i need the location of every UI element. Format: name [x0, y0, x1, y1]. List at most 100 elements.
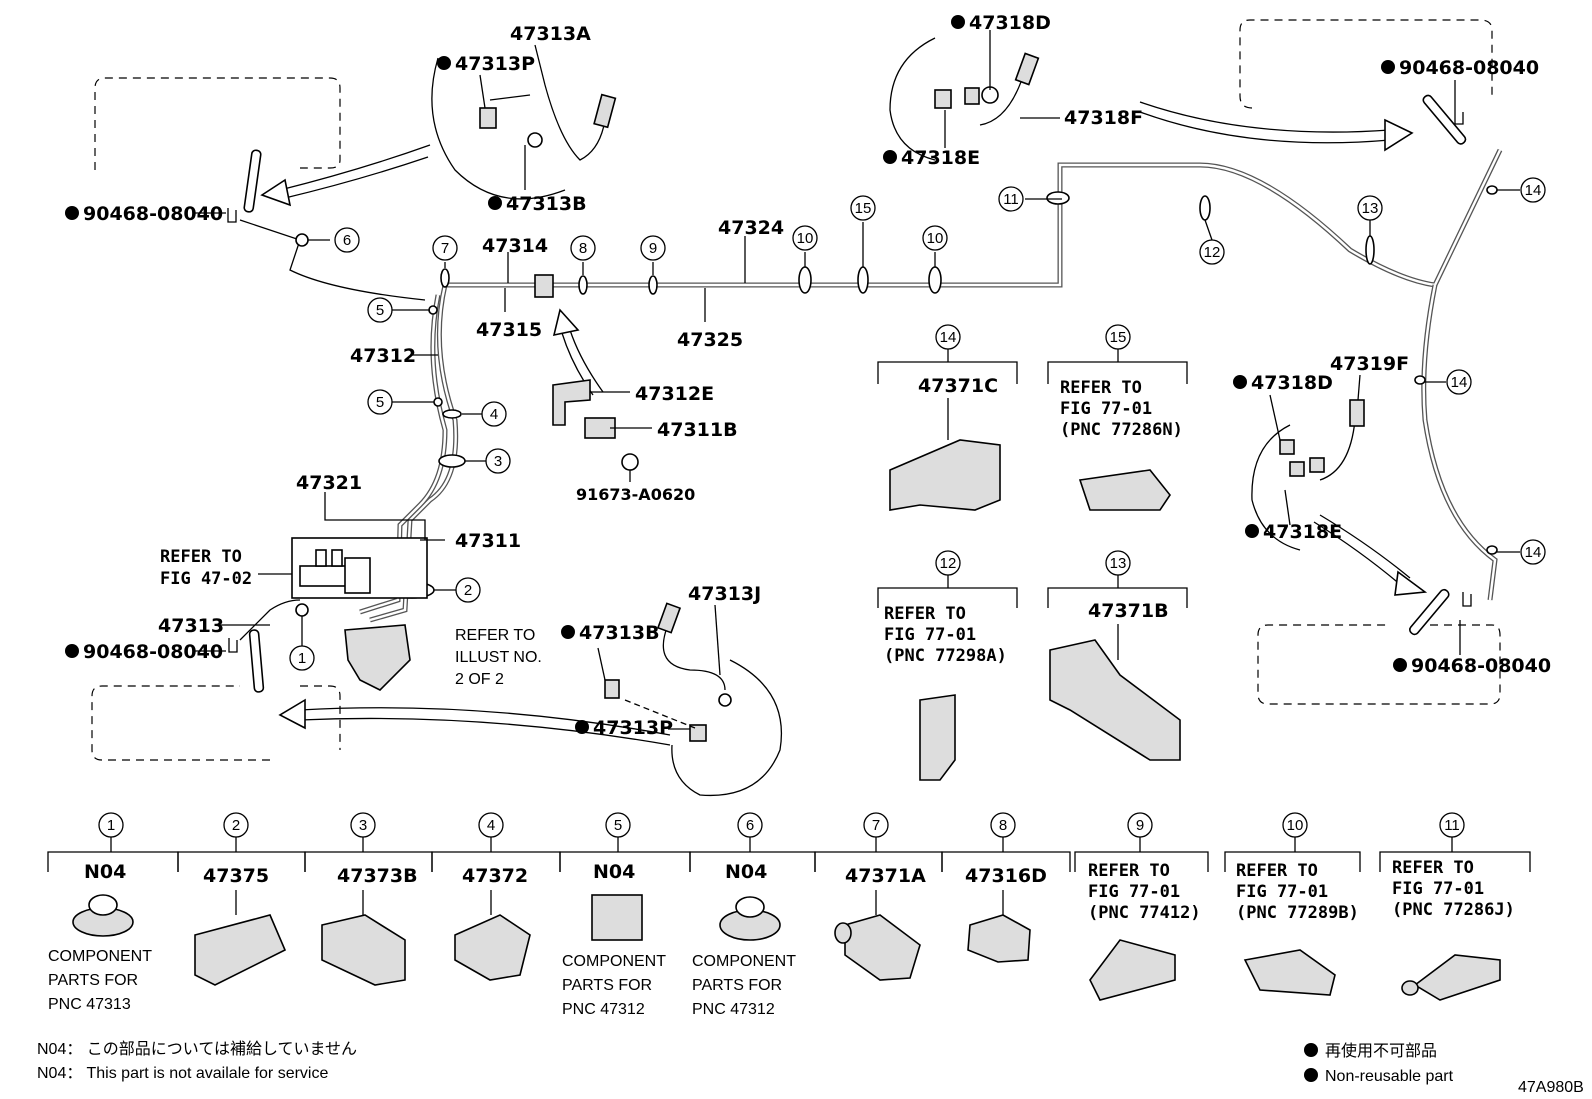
clip-4	[442, 409, 462, 419]
label-47321: 47321	[296, 472, 362, 494]
clip-3	[438, 454, 466, 468]
legend-en: Non-reusable part	[1325, 1068, 1454, 1085]
label-47318E: 47318E	[1263, 521, 1342, 543]
svg-text:REFER TO: REFER TO	[1236, 861, 1318, 881]
svg-text:10: 10	[1287, 817, 1304, 834]
svg-text:15: 15	[855, 200, 872, 217]
refer-illust-line3: 2 OF 2	[455, 671, 504, 688]
svg-text:PNC 47312: PNC 47312	[692, 1001, 775, 1018]
label-91673-A0620: 91673-A0620	[576, 485, 695, 504]
non-reusable-mark	[883, 150, 897, 164]
bottom-box-2: 2 47375	[177, 812, 306, 986]
svg-text:FIG 77-01: FIG 77-01	[1088, 882, 1180, 902]
label-47325: 47325	[677, 329, 743, 351]
label-47313J: 47313J	[688, 583, 761, 605]
svg-text:14: 14	[940, 329, 957, 346]
brake-pipes	[239, 148, 1503, 641]
clip-47371B-icon	[1049, 639, 1181, 761]
clip-14a	[1486, 185, 1498, 195]
svg-text:3: 3	[359, 817, 367, 834]
non-reusable-mark	[951, 15, 965, 29]
bottom-box-9: 9 REFER TO FIG 77-01 (PNC 77412)	[1074, 812, 1209, 1001]
svg-text:(PNC 77412): (PNC 77412)	[1088, 903, 1201, 923]
svg-text:14: 14	[1525, 182, 1542, 199]
non-reusable-mark	[65, 206, 79, 220]
svg-text:47373B: 47373B	[337, 865, 418, 887]
svg-text:15: 15	[1110, 329, 1127, 346]
label-90468-08040: 90468-08040	[83, 203, 223, 225]
svg-text:10: 10	[797, 230, 814, 247]
label-47313: 47313	[158, 615, 224, 637]
bottom-box-10: 10 REFER TO FIG 77-01 (PNC 77289B)	[1224, 812, 1361, 996]
footer: N04： この部品については補給していません N04： This part is…	[37, 1040, 1584, 1096]
master-cylinder	[291, 537, 428, 691]
svg-text:12: 12	[1204, 244, 1221, 261]
bottom-box-5: 5 N04 COMPONENT PARTS FOR PNC 47312	[559, 812, 691, 1018]
footnote-jp: N04： この部品については補給していません	[37, 1040, 357, 1058]
svg-text:7: 7	[441, 240, 449, 257]
svg-text:5: 5	[376, 302, 384, 319]
label-47313B: 47313B	[506, 193, 587, 215]
svg-text:FIG 77-01: FIG 77-01	[1060, 399, 1152, 419]
union-47314	[534, 274, 554, 298]
mounting-pins	[227, 94, 1472, 693]
non-reusable-legend-mark	[1304, 1043, 1318, 1057]
label-90468-08040: 90468-08040	[83, 641, 223, 663]
diagram-id: 47A980B	[1518, 1079, 1584, 1096]
bottom-box-8: 8 47316D	[941, 812, 1071, 963]
svg-text:COMPONENT: COMPONENT	[48, 948, 152, 965]
label-47312E: 47312E	[635, 383, 714, 405]
clip-5b	[433, 397, 443, 407]
svg-text:PARTS FOR: PARTS FOR	[692, 977, 782, 994]
non-reusable-mark	[1233, 375, 1247, 389]
svg-text:47372: 47372	[462, 865, 528, 887]
grommet-1	[295, 603, 309, 617]
callout-label: 6	[343, 232, 351, 249]
clip-11	[1046, 191, 1070, 205]
refer-illust-line2: ILLUST NO.	[455, 649, 542, 666]
svg-text:PARTS FOR: PARTS FOR	[48, 972, 138, 989]
svg-text:N04: N04	[593, 861, 635, 883]
svg-text:8: 8	[999, 817, 1007, 834]
mid-box-12: 12 REFER TO FIG 77-01 (PNC 77298A)	[877, 550, 1018, 781]
svg-text:(PNC 77298A): (PNC 77298A)	[884, 646, 1007, 666]
svg-text:6: 6	[746, 817, 754, 834]
detail-circle-top-left	[431, 57, 566, 200]
clip-7	[440, 268, 450, 288]
detail-circle-right	[1251, 424, 1301, 551]
non-reusable-mark	[1245, 524, 1259, 538]
brake-hoses	[479, 52, 1365, 742]
clip-47371C-icon	[889, 439, 1001, 511]
label-47313B: 47313B	[579, 622, 660, 644]
svg-text:7: 7	[872, 817, 880, 834]
label-47314: 47314	[482, 235, 548, 257]
non-reusable-mark	[1393, 658, 1407, 672]
clip-10b	[928, 266, 942, 294]
clip-8	[578, 275, 588, 295]
svg-text:REFER TO: REFER TO	[1392, 858, 1474, 878]
svg-text:PARTS FOR: PARTS FOR	[562, 977, 652, 994]
pipe-clips	[295, 185, 1498, 617]
clip-5a	[428, 305, 438, 315]
svg-text:REFER TO: REFER TO	[884, 604, 966, 624]
svg-text:(PNC 77289B): (PNC 77289B)	[1236, 903, 1359, 923]
svg-text:1: 1	[107, 817, 115, 834]
svg-text:PNC 47312: PNC 47312	[562, 1001, 645, 1018]
body-outline-bottom-right	[1257, 624, 1501, 705]
bottom-box-7: 7 47371A	[814, 812, 943, 981]
label-47313A: 47313A	[510, 23, 591, 45]
svg-text:FIG 77-01: FIG 77-01	[884, 625, 976, 645]
svg-text:1: 1	[298, 650, 306, 667]
detail-circle-top-center	[889, 37, 936, 161]
refer-fig47-line1: REFER TO	[160, 547, 242, 567]
body-outline-top-right	[1239, 19, 1493, 109]
clip-13	[1365, 235, 1375, 265]
svg-text:8: 8	[579, 240, 587, 257]
non-reusable-mark	[575, 720, 589, 734]
svg-text:5: 5	[614, 817, 622, 834]
clip-15	[857, 266, 869, 294]
label-47313P: 47313P	[455, 53, 535, 75]
non-reusable-mark	[488, 196, 502, 210]
svg-text:11: 11	[1003, 191, 1019, 208]
